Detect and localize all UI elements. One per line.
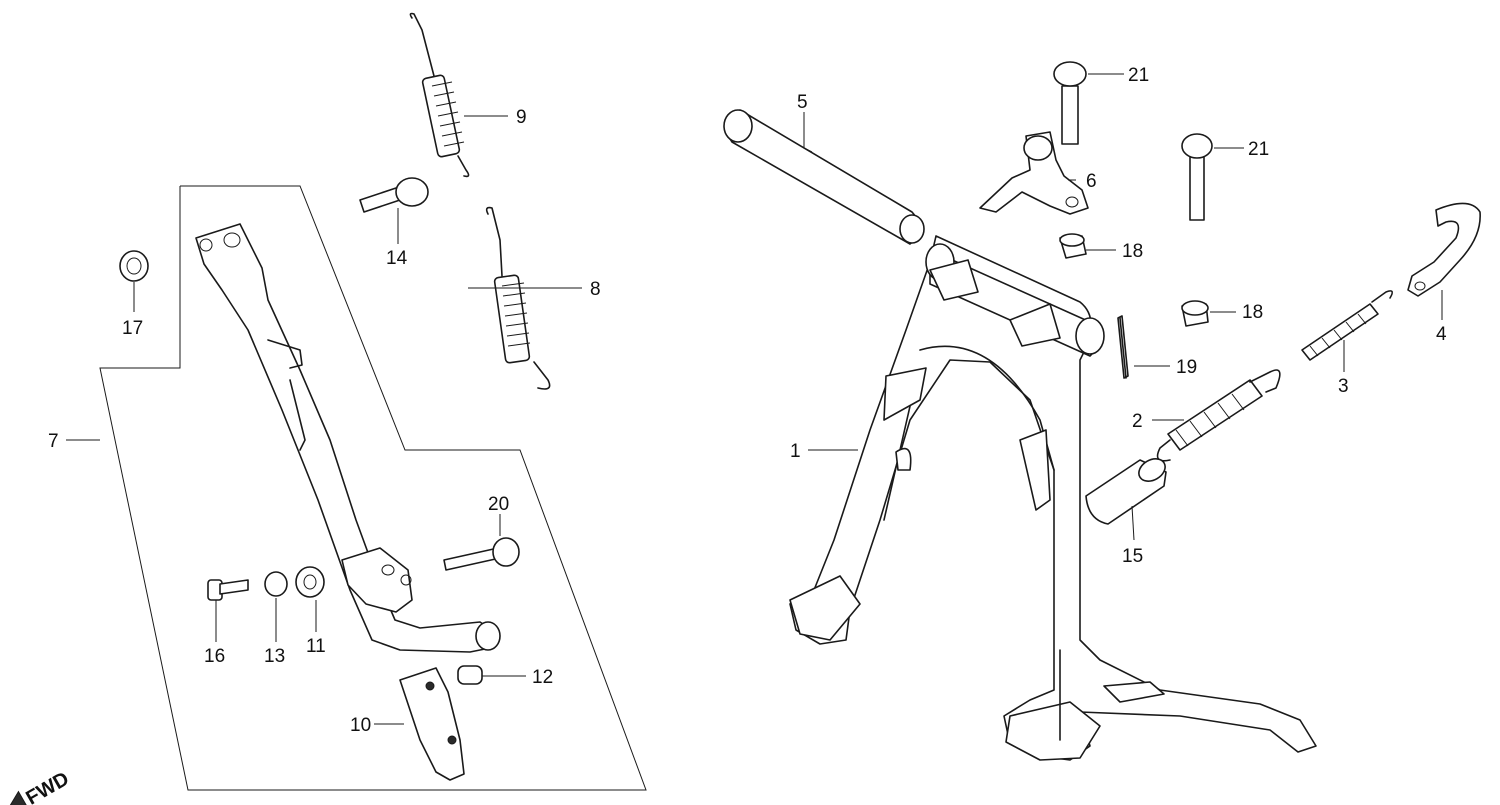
label-part-3: 3 — [1338, 376, 1349, 397]
label-part-18-upper: 18 — [1122, 241, 1143, 262]
label-part-9: 9 — [516, 107, 527, 128]
part-21-bolt-upper — [1053, 61, 1087, 145]
label-part-15: 15 — [1122, 546, 1143, 567]
part-16-bolt — [207, 579, 249, 601]
part-12-stopper — [457, 665, 483, 685]
part-9-spring — [409, 12, 470, 178]
part-19-cotter-pin — [1117, 315, 1129, 379]
label-part-21-upper: 21 — [1128, 65, 1149, 86]
label-part-16: 16 — [204, 646, 225, 667]
side-stand-arm — [195, 223, 501, 653]
part-20-bolt — [443, 537, 520, 571]
label-part-18-lower: 18 — [1242, 302, 1263, 323]
label-part-13: 13 — [264, 646, 285, 667]
part-21-bolt-lower — [1181, 133, 1213, 221]
part-8-spring — [485, 206, 551, 390]
label-part-2: 2 — [1132, 411, 1143, 432]
label-part-1: 1 — [790, 441, 801, 462]
label-part-14: 14 — [386, 248, 408, 269]
part-3-spring — [1301, 290, 1394, 361]
part-2-spring — [1156, 369, 1281, 462]
part-5-shaft — [723, 109, 925, 245]
label-part-10: 10 — [350, 715, 371, 736]
part-4-hook — [1407, 202, 1481, 297]
label-part-11: 11 — [306, 636, 326, 657]
label-part-20: 20 — [488, 494, 509, 515]
part-6-bracket — [979, 131, 1089, 215]
label-part-6: 6 — [1086, 171, 1097, 192]
part-14-pin — [359, 177, 429, 213]
label-part-19: 19 — [1176, 357, 1197, 378]
label-part-5: 5 — [797, 92, 808, 113]
label-part-12: 12 — [532, 667, 553, 688]
side-stand-group-outline — [99, 185, 647, 791]
part-15-tube — [1085, 458, 1167, 525]
part-10-pad — [399, 667, 465, 781]
part-17-nut — [119, 250, 149, 282]
label-part-17: 17 — [122, 318, 143, 339]
part-1-main-stand — [789, 235, 1317, 761]
part-18-rubber-upper — [1059, 233, 1087, 259]
stand-bracket — [341, 547, 413, 613]
label-part-4: 4 — [1436, 324, 1447, 345]
fwd-label: FWD — [22, 768, 72, 805]
fwd-direction-mark: FWD — [6, 768, 73, 805]
part-11-collar — [295, 566, 325, 598]
part-18-rubber-lower — [1181, 300, 1209, 327]
label-part-21-lower: 21 — [1248, 139, 1269, 160]
label-part-7: 7 — [48, 431, 59, 452]
part-13-washer — [264, 571, 288, 597]
label-part-8: 8 — [590, 279, 601, 300]
leader-lines — [66, 73, 1443, 725]
